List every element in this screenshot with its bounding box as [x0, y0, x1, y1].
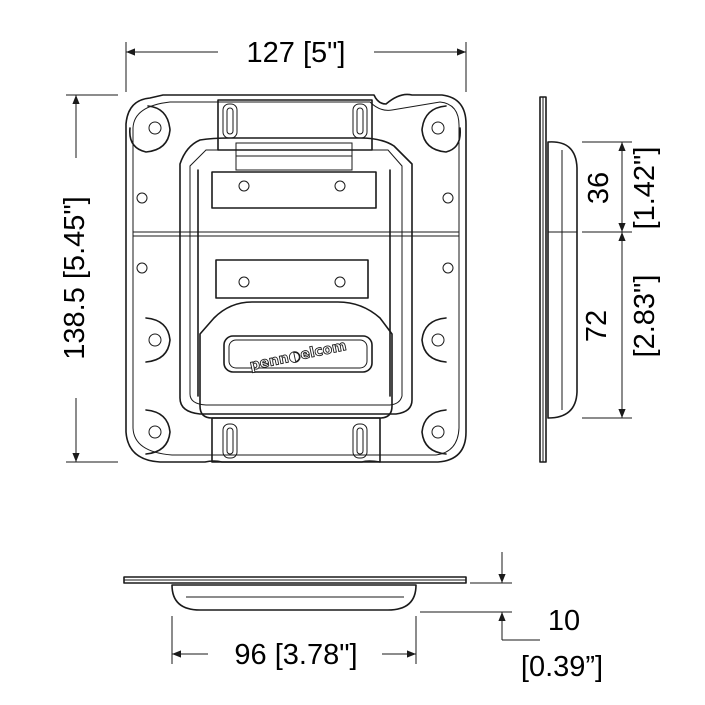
lug-hole-bottom-right	[431, 425, 445, 439]
hinge-bracket-top	[217, 99, 373, 151]
dim-side-lower-in: [2.83"]	[629, 275, 661, 358]
hinge-bracket-bottom	[211, 417, 381, 463]
hinge-pin	[235, 142, 353, 171]
lug-hole-mid-right	[431, 333, 445, 347]
screw-hole-left-1	[136, 192, 148, 204]
slot-bottom-left-inner	[226, 427, 234, 455]
bottom-view	[123, 576, 467, 611]
lug-hole-bottom-left	[148, 425, 162, 439]
handle-lower	[215, 259, 369, 299]
lug-bottom-left	[145, 409, 171, 455]
handle-hole-3	[238, 276, 250, 288]
brand-logo: penn◐elcom	[248, 338, 348, 374]
handle-hole-1	[238, 180, 250, 192]
dim-height-label: 138.5 [5.45"]	[59, 196, 91, 359]
side-recess	[547, 141, 578, 419]
slot-bottom-right	[352, 423, 368, 459]
dimension-base-width: 96 [3.78"]	[171, 616, 417, 671]
front-view: penn◐elcom	[125, 93, 467, 463]
recess-inner-line	[189, 149, 403, 406]
dimension-side: 36 [1.42"] 72 [2.83"]	[581, 141, 661, 419]
lug-hole-mid-left	[148, 333, 162, 347]
dim-side-lower-mm: 72	[581, 310, 613, 342]
dim-width-label: 127 [5"]	[247, 37, 346, 69]
dim-base-width-label: 96 [3.78"]	[234, 639, 357, 671]
lug-hole-top-left	[148, 121, 162, 135]
dim-depth-in: [0.39”]	[521, 651, 603, 683]
lug-top-right	[421, 105, 462, 153]
slot-bottom-right-inner	[356, 427, 364, 455]
slot-bottom-left	[222, 423, 238, 459]
lug-top-left	[129, 105, 171, 153]
lug-mid-left	[145, 317, 171, 363]
slot-top-right	[352, 103, 368, 139]
lug-bottom-right	[421, 409, 447, 455]
screw-hole-right-2	[442, 262, 454, 274]
bottom-plate	[123, 576, 467, 584]
dimension-height: 138.5 [5.45"]	[59, 94, 118, 463]
handle-upper	[211, 171, 377, 209]
logo-plate-inner	[228, 339, 368, 369]
lug-hole-top-right	[431, 121, 445, 135]
side-plate	[539, 96, 547, 463]
side-view	[539, 96, 578, 463]
slot-top-left-inner	[226, 107, 234, 135]
handle-grip	[199, 301, 393, 419]
dim-side-upper-mm: 36	[583, 172, 615, 204]
dimension-width: 127 [5"]	[125, 37, 467, 92]
screw-hole-left-2	[136, 262, 148, 274]
dim-depth-mm: 10	[548, 605, 580, 637]
slot-top-left	[222, 103, 238, 139]
dimension-depth: 10 [0.39”]	[420, 552, 603, 683]
screw-hole-right-1	[442, 192, 454, 204]
bottom-recess	[171, 584, 417, 611]
inner-plate-outline	[132, 101, 460, 456]
slot-top-right-inner	[356, 107, 364, 135]
handle-hole-2	[334, 180, 346, 192]
logo-plate	[223, 335, 373, 373]
dim-side-upper-in: [1.42"]	[629, 147, 661, 230]
lug-mid-right	[421, 317, 447, 363]
handle-hole-4	[334, 276, 346, 288]
